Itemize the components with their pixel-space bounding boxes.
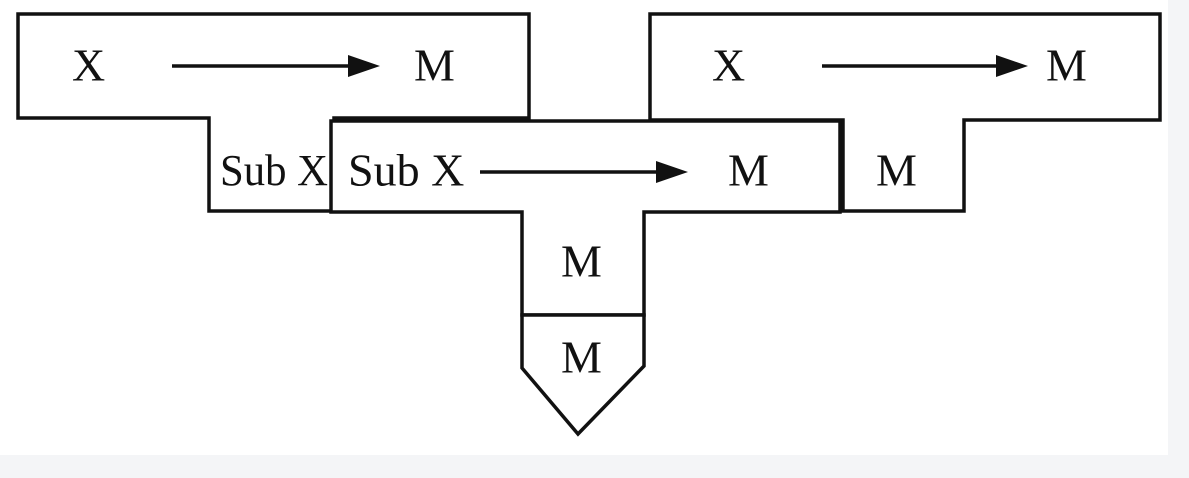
middle-block-source-label: Sub X: [348, 145, 464, 196]
left-block-source-label: X: [72, 40, 105, 91]
middle-block-stem-label: M: [561, 236, 602, 287]
right-block-arrow: [822, 55, 1028, 77]
left-block-tab-label: Sub X: [220, 146, 328, 195]
middle-block-arrow: [480, 161, 688, 183]
tip-shape: [520, 313, 646, 437]
left-block-target-label: M: [414, 40, 455, 91]
tip-label: M: [561, 332, 602, 383]
right-block-tab-label: M: [876, 145, 917, 196]
right-block-source-label: X: [712, 40, 745, 91]
left-block-arrow: [172, 55, 380, 77]
right-block-target-label: M: [1046, 40, 1087, 91]
middle-block-target-label: M: [728, 145, 769, 196]
